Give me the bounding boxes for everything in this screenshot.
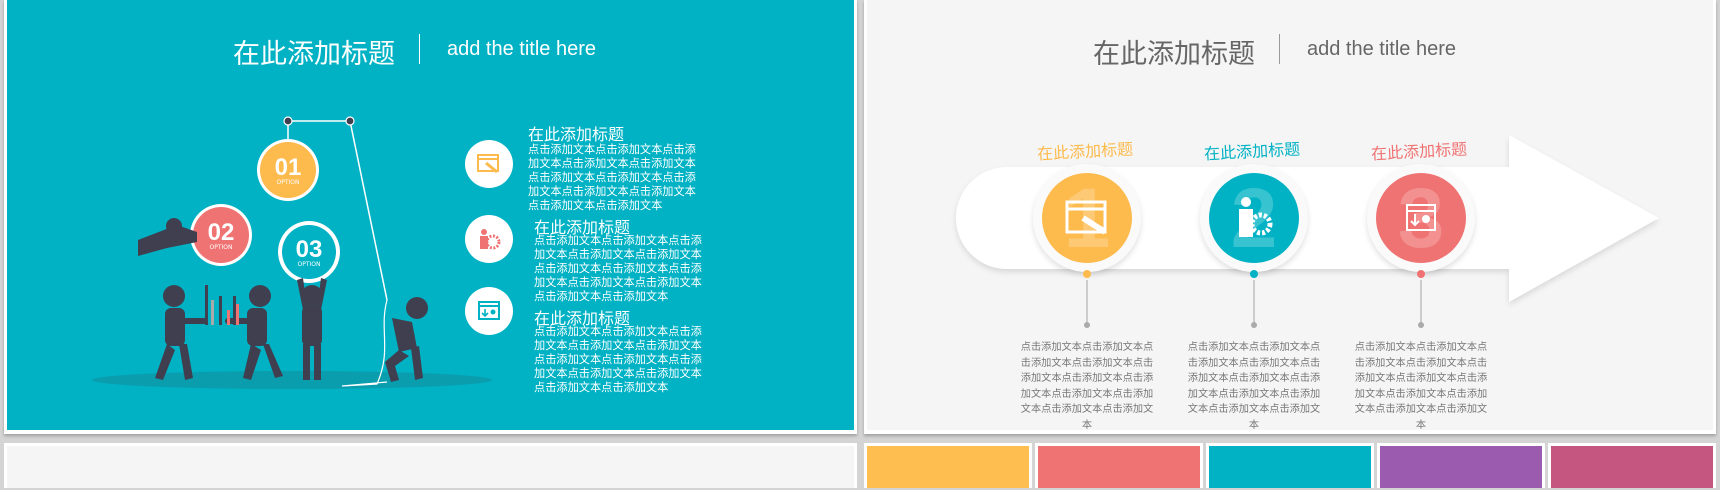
download-settings-icon (1406, 204, 1436, 231)
pulley-icon (345, 116, 355, 126)
step-1-dot (1083, 270, 1091, 278)
download-settings-icon (478, 301, 500, 320)
title-divider (1279, 34, 1280, 64)
option-number: 02 (207, 219, 235, 246)
slide-2[interactable]: 在此添加标题 add the title here 在此添加标题 1 点击添加文… (864, 0, 1716, 434)
connector-dot (1251, 322, 1257, 328)
slide-thumbnail-5[interactable] (1548, 443, 1716, 488)
person-gear-icon (480, 229, 501, 250)
item-3-title: 在此添加标题 (534, 309, 631, 328)
option-02-label: 02 OPTION (198, 221, 244, 251)
thumbnail-swatch (867, 446, 1029, 488)
step-1-circle[interactable]: 1 (1033, 164, 1141, 272)
item-1-title: 在此添加标题 (528, 125, 625, 144)
step-1-body: 点击添加文本点击添加文本点击添加文本点击添加文本点击添加文本点击添加文本点击添加… (1020, 342, 1154, 431)
bar-chart-prop-icon (205, 285, 239, 325)
step-2-circle[interactable]: 2 (1200, 164, 1308, 272)
connector-line (1253, 280, 1255, 324)
item-2-icon-circle (465, 215, 513, 263)
thumbnail-swatch (1551, 446, 1713, 488)
step-number: 3 (1397, 173, 1445, 263)
item-3-icon-circle (465, 287, 513, 335)
option-number: 03 (295, 236, 323, 263)
slide-1[interactable]: 在此添加标题 add the title here (4, 0, 857, 434)
wrench-window-icon (1065, 200, 1107, 235)
people-figures (138, 218, 428, 382)
option-01-label: 01 OPTION (265, 156, 311, 186)
slide-thumbnail-blank[interactable] (4, 443, 857, 488)
option-02-badge (190, 204, 252, 266)
step-2-dot (1250, 270, 1258, 278)
slide-title-cn: 在此添加标题 (1093, 39, 1255, 70)
step-3-title: 在此添加标题 (1370, 139, 1468, 164)
connector-line (1420, 280, 1422, 324)
step-3-dot (1417, 270, 1425, 278)
step-2-body: 点击添加文本点击添加文本点击添加文本点击添加文本点击添加文本点击添加文本点击添加… (1187, 342, 1321, 431)
connector-dot (1084, 322, 1090, 328)
option-text: OPTION (209, 244, 233, 251)
option-01-badge (257, 139, 319, 201)
option-number: 01 (274, 154, 302, 181)
thumbnail-swatch (1038, 446, 1200, 488)
slide-thumbnail-2[interactable] (1035, 443, 1203, 488)
item-2-title: 在此添加标题 (534, 218, 631, 237)
step-3-body: 点击添加文本点击添加文本点击添加文本点击添加文本点击添加文本点击添加文本点击添加… (1354, 342, 1488, 431)
thumbnail-swatch (1380, 446, 1542, 488)
option-text: OPTION (276, 179, 300, 186)
slide-title-en: add the title here (1307, 38, 1456, 60)
pulley-icon (283, 116, 293, 126)
item-1-icon-circle (465, 140, 513, 188)
slide-thumbnail-4[interactable] (1377, 443, 1545, 488)
option-text: OPTION (297, 261, 321, 268)
connector-line (1086, 280, 1088, 324)
slide-thumbnail-3[interactable] (1206, 443, 1374, 488)
teamwork-illustration (92, 116, 492, 389)
step-1-title: 在此添加标题 (1036, 139, 1134, 164)
thumbnail-swatch (1209, 446, 1371, 488)
wrench-window-icon (477, 154, 499, 174)
ground-shadow (92, 371, 492, 389)
option-03-label: 03 OPTION (286, 238, 332, 268)
slide-title-en: add the title here (447, 38, 596, 60)
item-2-body: 点击添加文本点击添加文本点击添加文本点击添加文本点击添加文本点击添加文本点击添加… (534, 234, 702, 303)
slide-title-cn: 在此添加标题 (233, 39, 395, 70)
person-gear-icon (1239, 197, 1273, 237)
item-3-body: 点击添加文本点击添加文本点击添加文本点击添加文本点击添加文本点击添加文本点击添加… (534, 325, 702, 394)
connector-dot (1418, 322, 1424, 328)
option-03-badge (278, 221, 340, 283)
step-2-title: 在此添加标题 (1203, 139, 1301, 164)
item-1-body: 点击添加文本点击添加文本点击添加文本点击添加文本点击添加文本点击添加文本点击添加… (528, 143, 696, 212)
slide-thumbnail-1[interactable] (864, 443, 1032, 488)
rope (349, 120, 388, 301)
step-3-circle[interactable]: 3 (1367, 164, 1475, 272)
title-divider (419, 34, 420, 64)
